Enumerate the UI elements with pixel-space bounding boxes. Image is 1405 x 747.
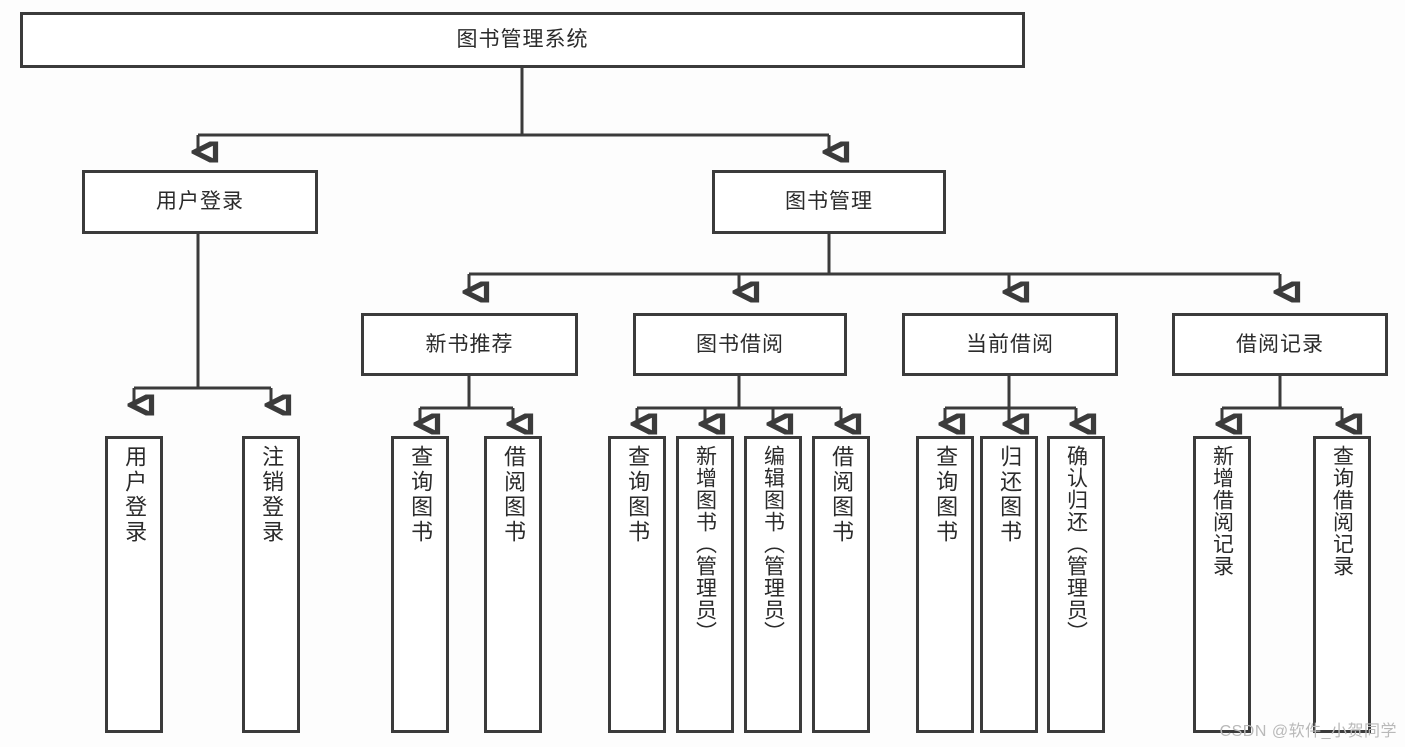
node-borrow-record[interactable]: 借阅记录 — [1172, 313, 1388, 376]
leaf-borrow-query-book[interactable]: 查询图书 — [608, 436, 666, 733]
node-label: 图书管理系统 — [456, 28, 589, 52]
leaf-label: 编辑图书（管理员） — [761, 445, 785, 643]
leaf-label: 新增图书（管理员） — [693, 445, 717, 643]
leaf-label: 查询借阅记录 — [1330, 445, 1354, 577]
leaf-label: 用户登录 — [122, 445, 148, 545]
leaf-label: 归还图书 — [997, 445, 1023, 545]
leaf-borrow-add-book-admin[interactable]: 新增图书（管理员） — [676, 436, 734, 733]
leaf-new-book-query[interactable]: 查询图书 — [391, 436, 449, 733]
leaf-borrow-borrow-book[interactable]: 借阅图书 — [812, 436, 870, 733]
leaf-current-return-book[interactable]: 归还图书 — [980, 436, 1038, 733]
csdn-watermark: CSDN @软件_小贺同学 — [1219, 723, 1397, 740]
leaf-label: 借阅图书 — [501, 445, 527, 545]
node-label: 用户登录 — [156, 190, 244, 214]
leaf-label: 借阅图书 — [829, 445, 855, 545]
node-label: 新书推荐 — [425, 332, 514, 356]
node-book-management[interactable]: 图书管理 — [712, 170, 946, 234]
leaf-user-login-logout[interactable]: 注销登录 — [242, 436, 300, 733]
leaf-label: 查询图书 — [408, 445, 434, 545]
leaf-label: 查询图书 — [933, 445, 959, 545]
leaf-label: 查询图书 — [625, 445, 651, 545]
leaf-label: 确认归还（管理员） — [1064, 445, 1088, 643]
node-label: 当前借阅 — [966, 332, 1054, 356]
node-label: 借阅记录 — [1236, 332, 1324, 356]
leaf-record-add-record[interactable]: 新增借阅记录 — [1193, 436, 1251, 733]
leaf-user-login-login[interactable]: 用户登录 — [105, 436, 163, 733]
node-current-borrow[interactable]: 当前借阅 — [902, 313, 1118, 376]
node-root-system[interactable]: 图书管理系统 — [20, 12, 1025, 68]
leaf-current-confirm-return-admin[interactable]: 确认归还（管理员） — [1047, 436, 1105, 733]
leaf-new-book-borrow[interactable]: 借阅图书 — [484, 436, 542, 733]
leaf-label: 新增借阅记录 — [1210, 445, 1234, 577]
node-label: 图书借阅 — [696, 332, 784, 356]
node-book-borrow[interactable]: 图书借阅 — [633, 313, 847, 376]
node-user-login[interactable]: 用户登录 — [82, 170, 318, 234]
leaf-borrow-edit-book-admin[interactable]: 编辑图书（管理员） — [744, 436, 802, 733]
node-label: 图书管理 — [785, 190, 873, 214]
leaf-record-query-record[interactable]: 查询借阅记录 — [1313, 436, 1371, 733]
node-new-book-recommend[interactable]: 新书推荐 — [361, 313, 578, 376]
leaf-current-query-book[interactable]: 查询图书 — [916, 436, 974, 733]
leaf-label: 注销登录 — [259, 445, 285, 545]
